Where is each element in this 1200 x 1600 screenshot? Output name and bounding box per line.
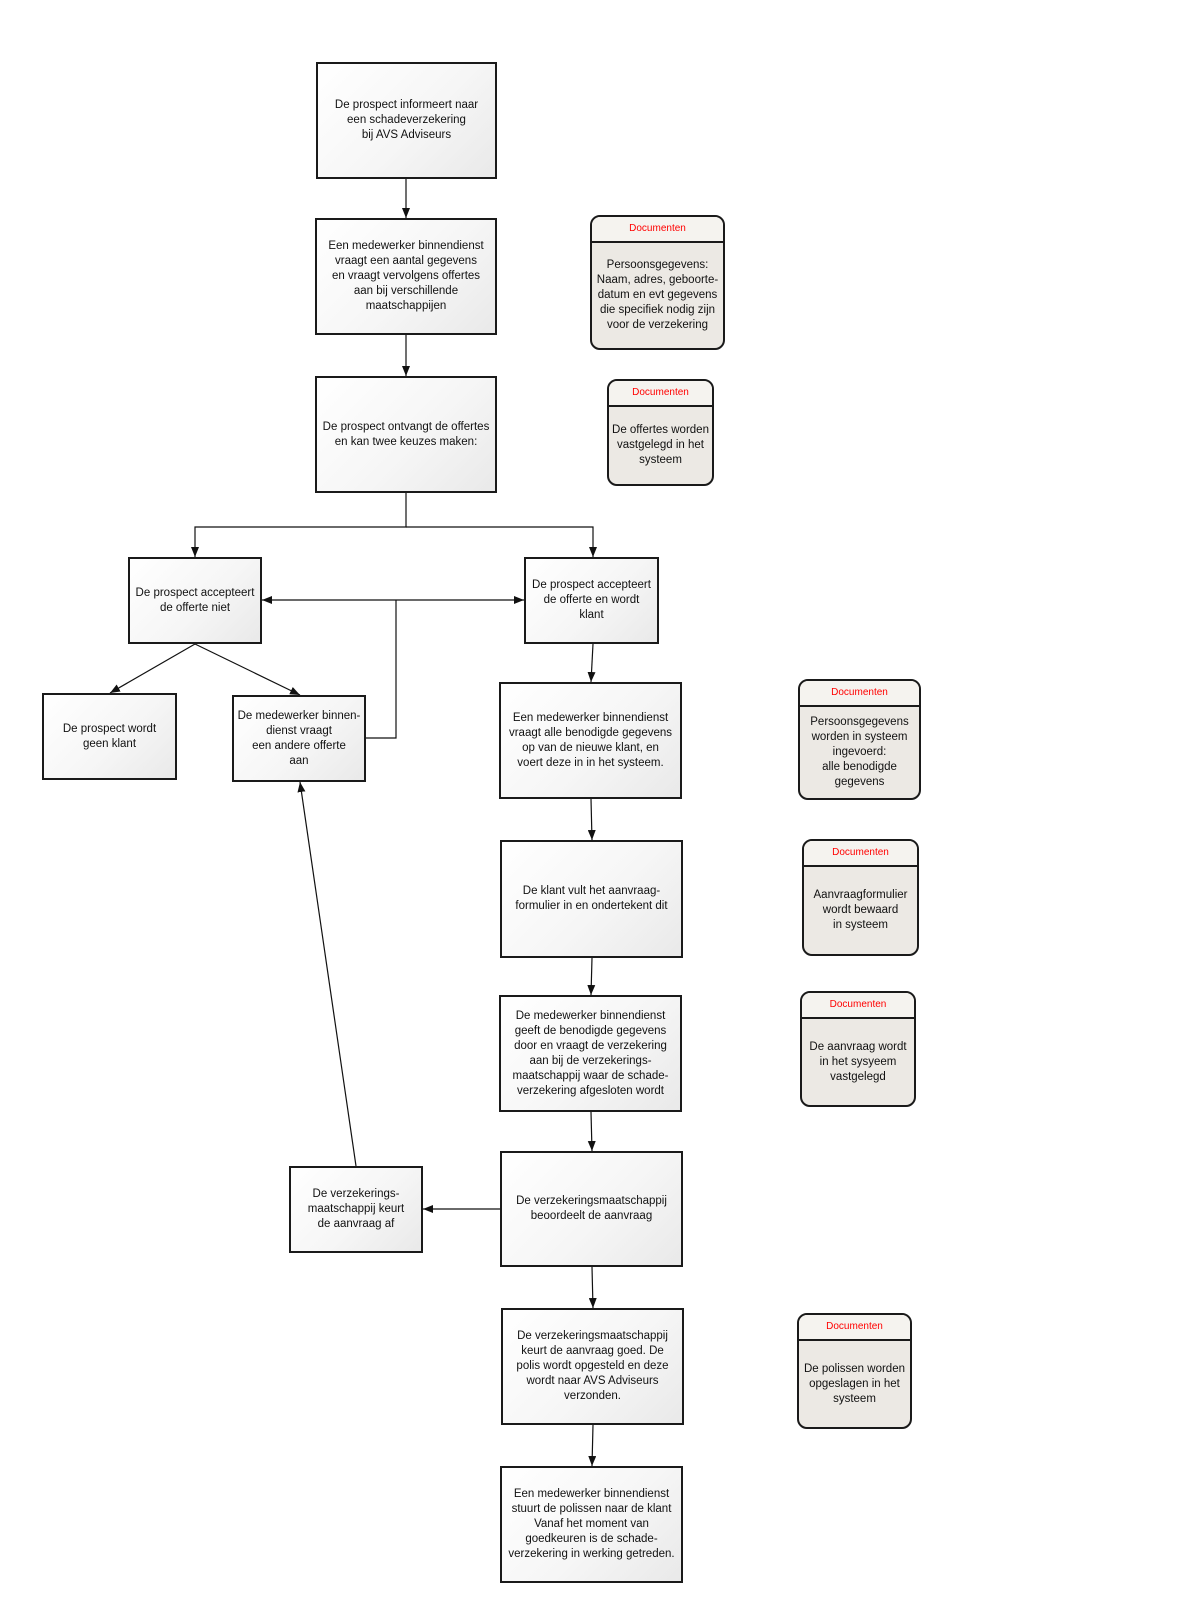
step-submit-request: De medewerker binnendienst geeft de beno…	[499, 995, 682, 1112]
arrow-receive-to-reject	[191, 493, 407, 557]
document-note-title: Documenten	[802, 993, 914, 1019]
step-reject-offer: De prospect accepteert de offerte niet	[128, 557, 262, 644]
step-inform: De prospect informeert naar een schadeve…	[316, 62, 497, 179]
document-note-title: Documenten	[804, 841, 917, 867]
connector-otheroffer-loop	[366, 600, 397, 739]
step-fill-form: De klant vult het aanvraag- formulier in…	[500, 840, 683, 958]
arrow-fillform-to-submit	[587, 957, 596, 996]
step-other-offer: De medewerker binnen- dienst vraagt een …	[232, 695, 366, 782]
arrow-submit-to-assess	[587, 1111, 596, 1152]
step-insurer-approves: De verzekeringsmaatschappij keurt de aan…	[501, 1308, 684, 1425]
arrow-enterdata-to-fillform	[587, 798, 596, 841]
step-request-data: Een medewerker binnendienst vraagt een a…	[315, 218, 497, 335]
arrow-receive-to-accept	[406, 526, 597, 557]
document-note-body: De offertes worden vastgelegd in het sys…	[612, 424, 709, 466]
arrow-reject-to-noclient	[109, 643, 196, 694]
step-accept-offer: De prospect accepteert de offerte en wor…	[524, 557, 659, 644]
document-note-body: Aanvraagformulier wordt bewaard in syste…	[813, 889, 908, 931]
step-enter-data: Een medewerker binnendienst vraagt alle …	[499, 682, 682, 799]
document-note-title: Documenten	[799, 1315, 910, 1341]
step-no-client: De prospect wordt geen klant	[42, 693, 177, 780]
arrow-approves-to-send	[588, 1424, 597, 1467]
document-note-body: Persoonsgegevens worden in systeem ingev…	[810, 716, 909, 788]
document-note: Documenten Persoonsgegevens worden in sy…	[798, 679, 921, 800]
document-note-body: De polissen worden opgeslagen in het sys…	[803, 1362, 905, 1405]
step-insurer-assesses: De verzekeringsmaatschappij beoordeelt d…	[500, 1151, 683, 1267]
document-note: Documenten De aanvraag wordt in het sysy…	[800, 991, 916, 1107]
arrow-accept-to-enterdata	[587, 643, 596, 683]
arrow-reject-to-otheroffer	[194, 643, 301, 696]
step-insurer-rejects: De verzekerings- maatschappij keurt de a…	[289, 1166, 423, 1253]
document-note-body: Persoonsgegevens: Naam, adres, geboorte-…	[596, 259, 719, 331]
document-note: Documenten Aanvraagformulier wordt bewaa…	[802, 839, 919, 956]
arrow-assess-to-approves	[588, 1266, 597, 1309]
document-note-body: De aanvraag wordt in het sysyeem vastgel…	[809, 1040, 907, 1083]
step-send-policies: Een medewerker binnendienst stuurt de po…	[500, 1466, 683, 1583]
document-note-title: Documenten	[609, 381, 712, 407]
document-note-title: Documenten	[800, 681, 919, 707]
document-note: Documenten De offertes worden vastgelegd…	[607, 379, 714, 486]
document-note-title: Documenten	[592, 217, 723, 243]
document-note: Documenten De polissen worden opgeslagen…	[797, 1313, 912, 1429]
step-receive-offers: De prospect ontvangt de offertes en kan …	[315, 376, 497, 493]
arrow-rejects-to-otheroffer	[297, 781, 357, 1167]
document-note: Documenten Persoonsgegevens: Naam, adres…	[590, 215, 725, 350]
